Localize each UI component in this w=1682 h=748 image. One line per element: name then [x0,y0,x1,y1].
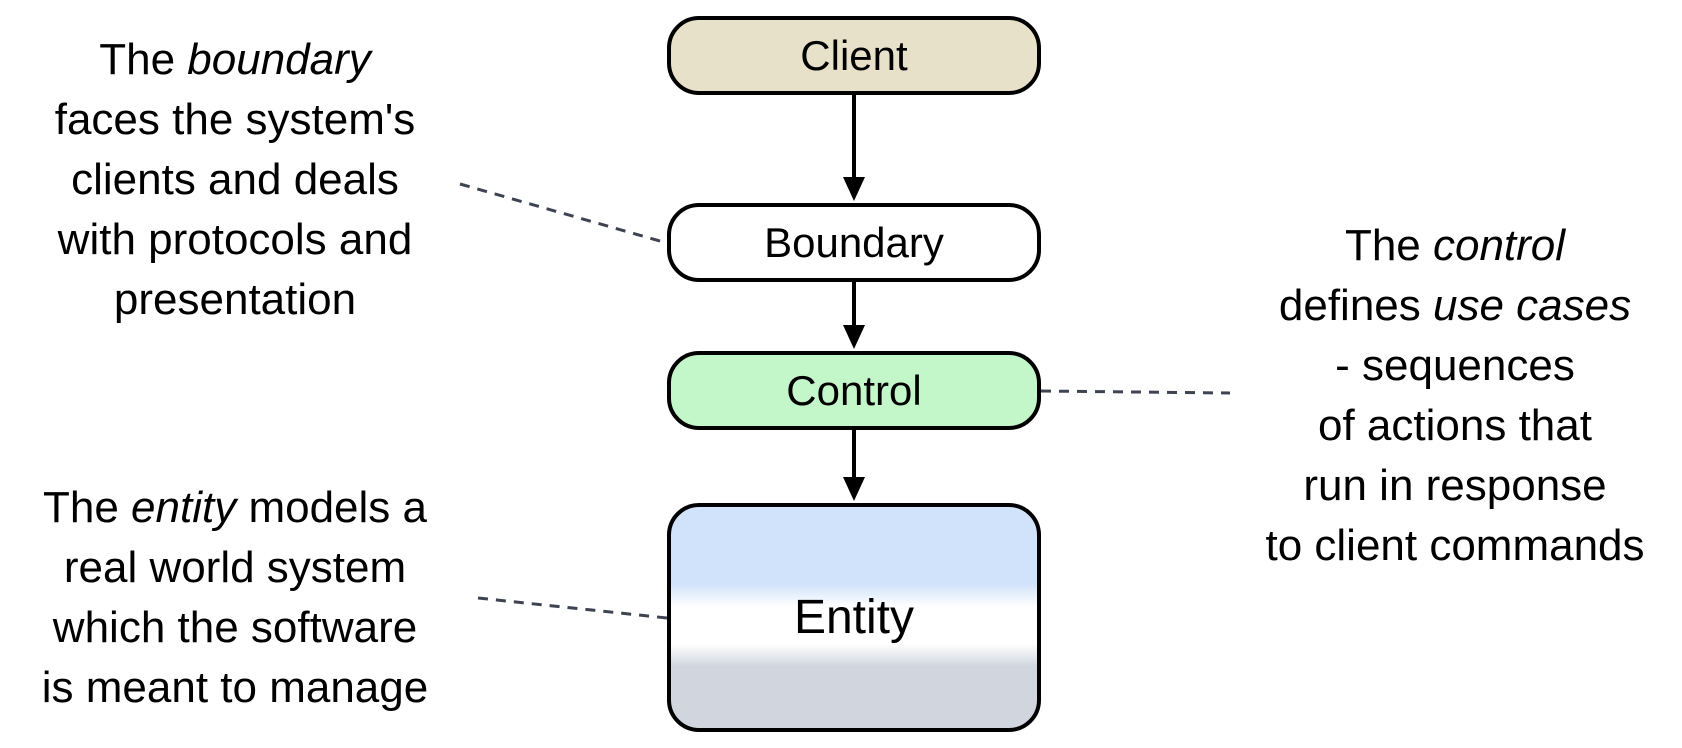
entity-annotation-text: models a [236,483,427,532]
entity-annotation-line: which the software [0,598,470,658]
entity-annotation-emphasis: entity [131,483,237,532]
entity-annotation-text: is meant to manage [41,663,429,712]
entity-annotation-line: The entity models a [0,478,470,538]
control-annotation-line: - sequences [1228,336,1682,396]
control-annotation-text: of actions that [1318,401,1592,450]
entity-annotation-text: real world system [63,543,407,592]
client-node: Client [667,16,1041,95]
boundary-node: Boundary [667,203,1041,282]
boundary-annotation-text: clients and deals [71,155,399,204]
entity-label: Entity [793,591,915,644]
control-annotation-text: The [1344,221,1433,270]
entity-annotation-text: which the software [52,603,418,652]
control-annotation-text: run in response [1303,461,1607,510]
control-annotation-line: of actions that [1228,396,1682,456]
entity-annotation-text: The [43,483,132,532]
control-annotation-emphasis: control [1432,221,1566,270]
boundary-annotation: The boundary faces the system's clients an… [0,30,470,330]
entity-annotation-line: real world system [0,538,470,598]
arrow-control-entity [843,430,865,501]
boundary-annotation-emphasis: boundary [187,35,371,84]
entity-node: Entity [667,503,1041,732]
boundary-annotation-line: presentation [0,270,470,330]
connector-control-annotation [1040,389,1231,395]
boundary-annotation-text: with protocols and [57,215,413,264]
boundary-annotation-line: with protocols and [0,210,470,270]
control-label: Control [786,366,922,414]
entity-annotation-line: is meant to manage [0,658,470,718]
connector-entity-annotation [477,596,668,620]
boundary-annotation-line: The boundary [0,30,470,90]
control-annotation-line: defines use cases [1228,276,1682,336]
control-annotation-line: to client commands [1228,516,1682,576]
control-annotation-emphasis: use cases [1433,281,1632,330]
arrow-boundary-control [843,282,865,349]
connector-boundary-annotation [459,182,668,245]
client-label: Client [800,31,908,79]
boundary-annotation-text: The [99,35,188,84]
boundary-annotation-line: clients and deals [0,150,470,210]
control-node: Control [667,351,1041,430]
control-annotation-text: to client commands [1265,521,1645,570]
entity-annotation: The entity models a real world system whic… [0,478,470,718]
boundary-annotation-text: presentation [113,275,357,324]
boundary-annotation-line: faces the system's [0,90,470,150]
boundary-label: Boundary [764,218,944,266]
boundary-annotation-text: faces the system's [54,95,416,144]
arrow-client-boundary [843,95,865,201]
control-annotation-text: defines [1278,281,1433,330]
control-annotation-line: run in response [1228,456,1682,516]
control-annotation-line: The control [1228,216,1682,276]
control-annotation-text: - sequences [1335,341,1575,390]
